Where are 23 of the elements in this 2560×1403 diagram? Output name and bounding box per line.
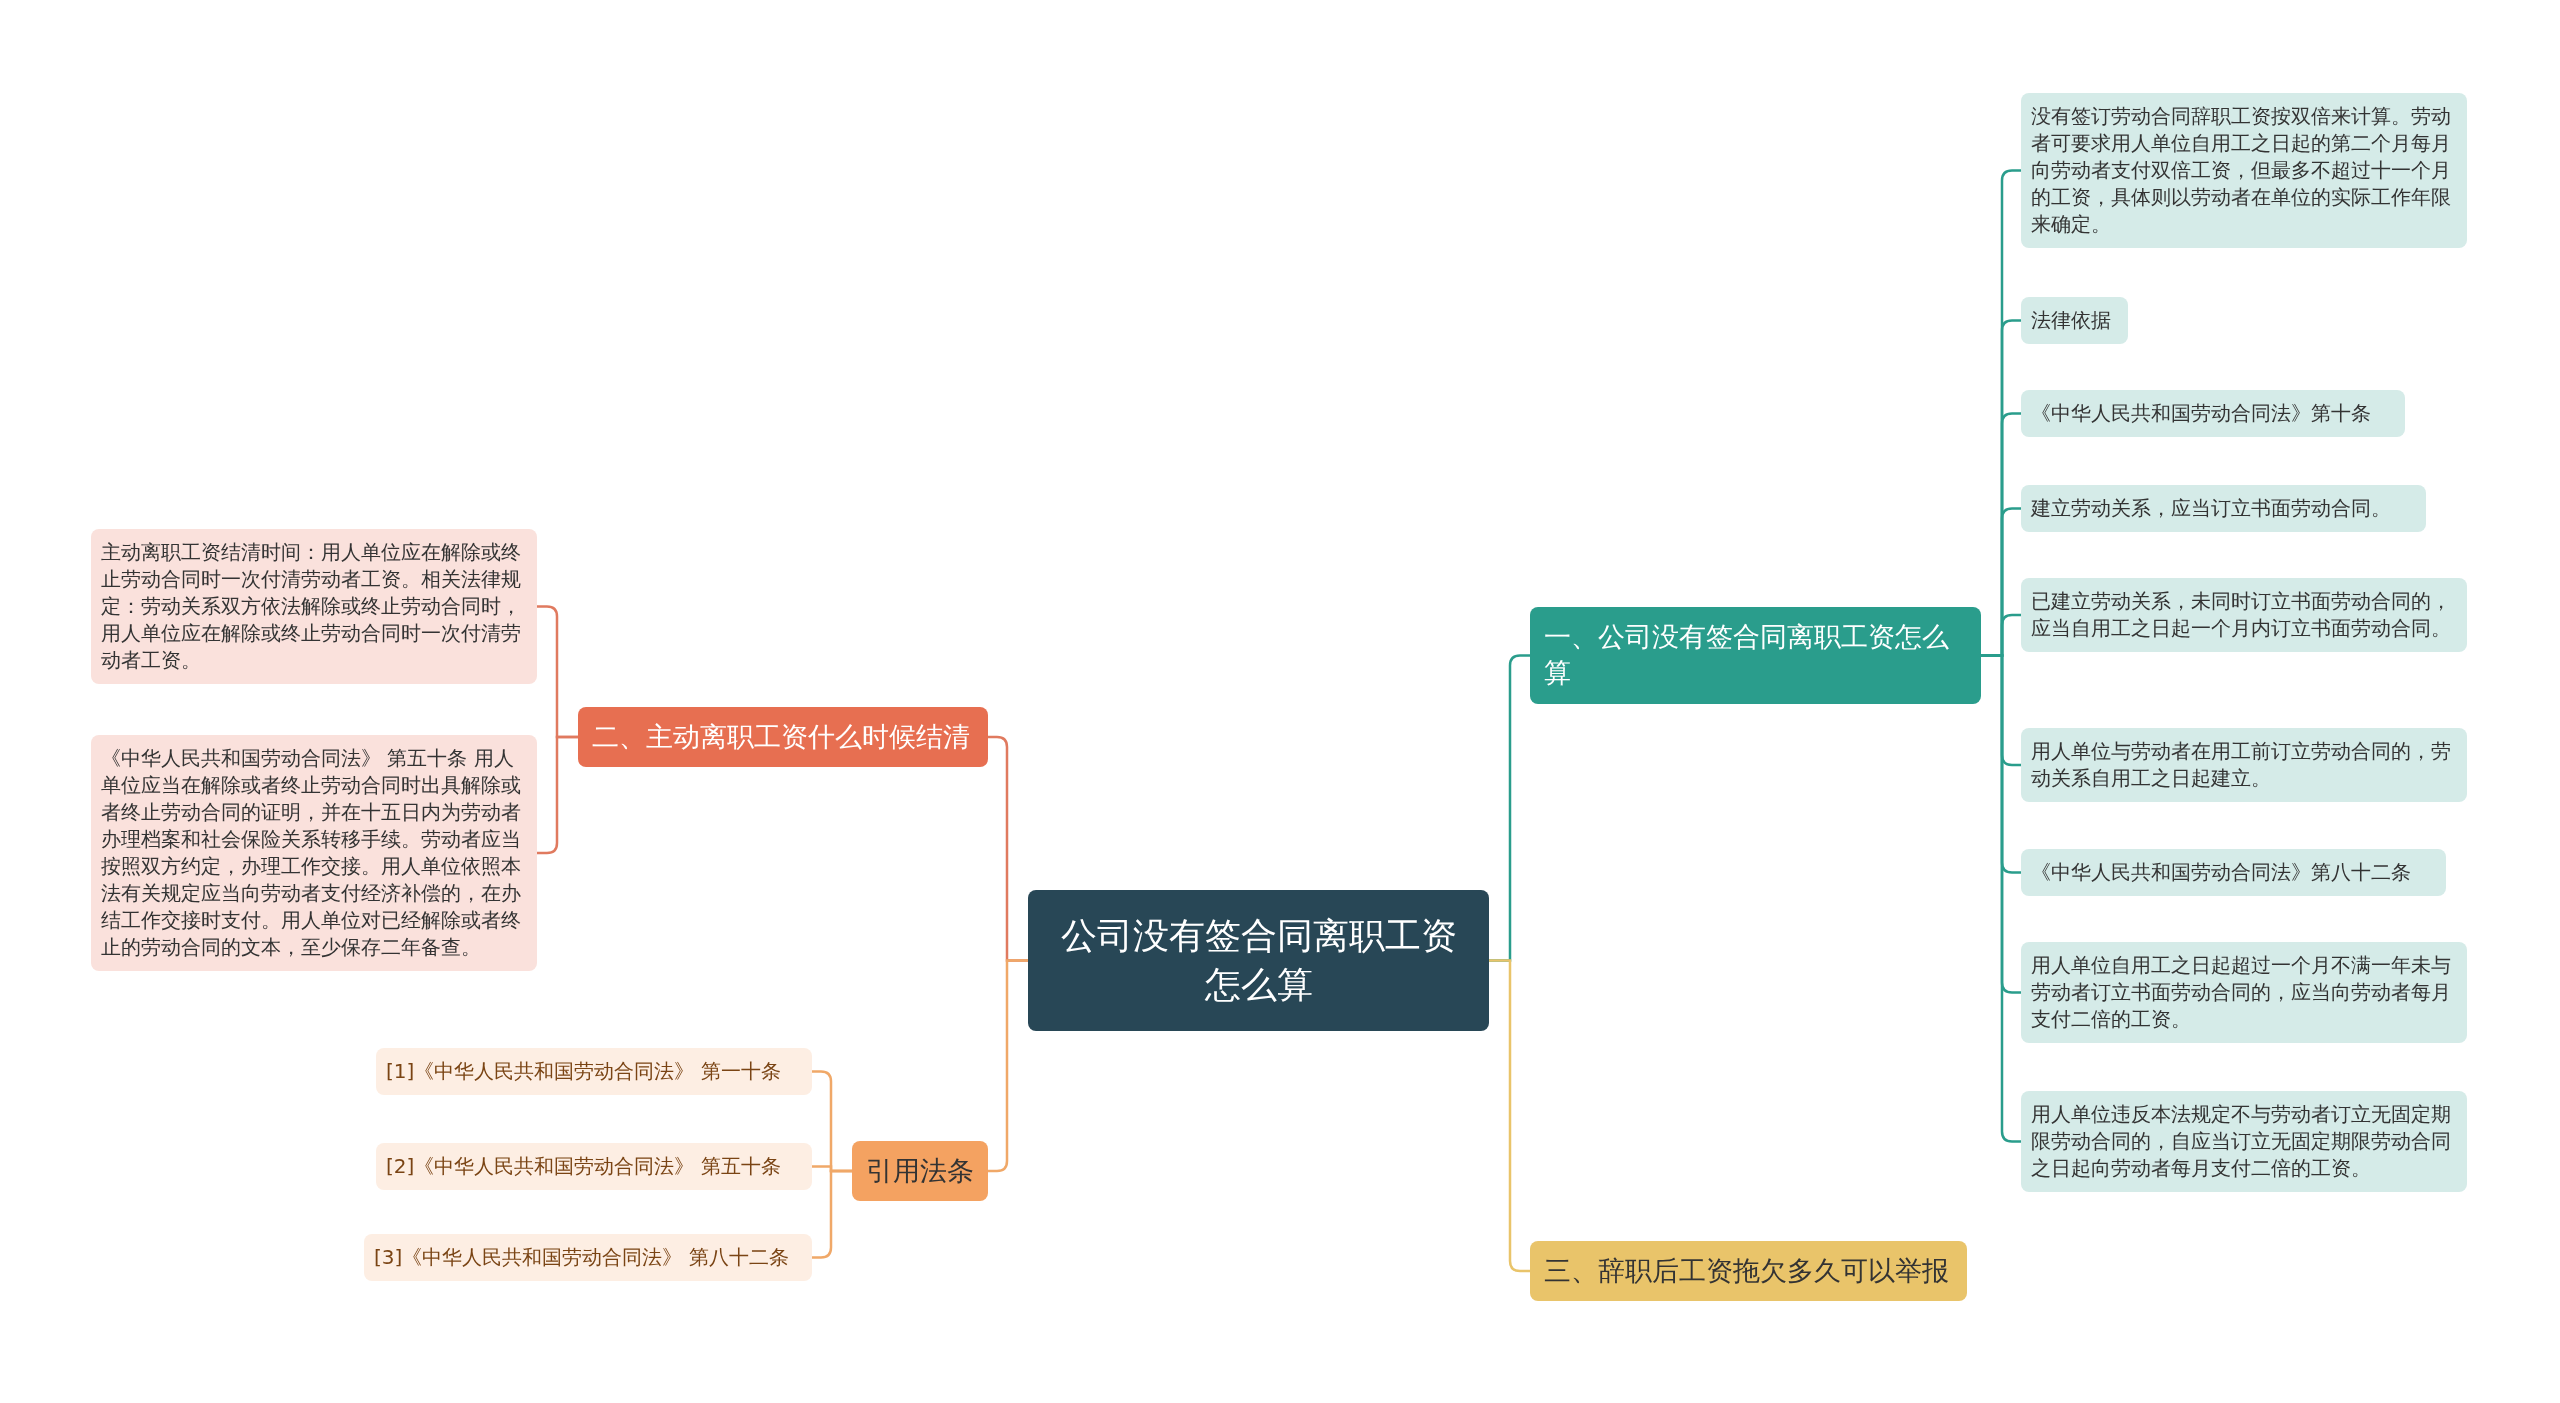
connector-line	[537, 735, 578, 855]
branch-topic-box: 三、辞职后工资拖欠多久可以举报	[1530, 1241, 1967, 1302]
leaf-topic-box: 用人单位违反本法规定不与劳动者订立无固定期限劳动合同的，自应当订立无固定期限劳动合同之日起向劳动者每月支付二倍的工资。	[2021, 1091, 2467, 1192]
leaf-topic-box: 《中华人民共和国劳动合同法》 第五十条 用人单位应当在解除或者终止劳动合同时出具解除或者终止劳动合同的证明，并在十五日内为劳动者办理档案和社会保险关系转移手续。劳动者应当按照双方约定，办理工作交接。用人单位依照本法有关规定应当向劳动者支付经济补偿的，在办结工作交接时支付。用人单位对已经解除或者终止的劳动合同的文本，至少保存二年备查。	[91, 735, 537, 971]
leaf-topic-box: 《中华人民共和国劳动合同法》第八十二条	[2021, 849, 2446, 896]
leaf-topic-box: 建立劳动关系，应当订立书面劳动合同。	[2021, 485, 2426, 532]
branch-topic-box: 引用法条	[852, 1141, 988, 1202]
leaf-topic-box: 用人单位自用工之日起超过一个月不满一年未与劳动者订立书面劳动合同的，应当向劳动者每月支付二倍的工资。	[2021, 942, 2467, 1043]
leaf-topic-box: 已建立劳动关系，未同时订立书面劳动合同的，应当自用工之日起一个月内订立书面劳动合同。	[2021, 578, 2467, 652]
leaf-topic-box: [1]《中华人民共和国劳动合同法》 第一十条	[376, 1048, 812, 1095]
leaf-topic-box: [3]《中华人民共和国劳动合同法》 第八十二条	[364, 1234, 812, 1281]
leaf-topic-box: 法律依据	[2021, 297, 2128, 344]
connector-line	[988, 959, 1028, 1173]
root-topic-box: 公司没有签合同离职工资怎么算	[1028, 890, 1489, 1032]
leaf-topic-box: 用人单位与劳动者在用工前订立劳动合同的，劳动关系自用工之日起建立。	[2021, 728, 2467, 802]
leaf-topic-box: 《中华人民共和国劳动合同法》第十条	[2021, 390, 2405, 437]
leaf-topic-box: [2]《中华人民共和国劳动合同法》 第五十条	[376, 1143, 812, 1190]
connector-line	[1489, 959, 1530, 1273]
branch-topic-box: 二、主动离职工资什么时候结清	[578, 707, 988, 768]
leaf-topic-box: 没有签订劳动合同辞职工资按双倍来计算。劳动者可要求用人单位自用工之日起的第二个月每月向劳动者支付双倍工资，但最多不超过十一个月的工资，具体则以劳动者在单位的实际工作年限来确定。	[2021, 93, 2467, 248]
connector-line	[812, 1169, 852, 1259]
leaf-topic-box: 主动离职工资结清时间：用人单位应在解除或终止劳动合同时一次付清劳动者工资。相关法律规定：劳动关系双方依法解除或终止劳动合同时，用人单位应在解除或终止劳动合同时一次付清劳动者工资。	[91, 529, 537, 684]
branch-topic-box: 一、公司没有签合同离职工资怎么算	[1530, 607, 1981, 704]
